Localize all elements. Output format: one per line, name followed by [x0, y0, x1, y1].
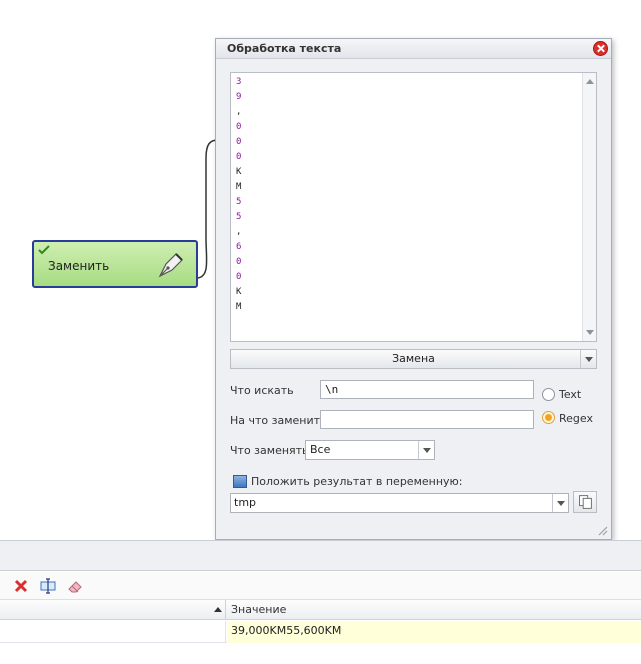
find-label: Что искать	[230, 384, 294, 397]
text-line: 3	[236, 77, 242, 87]
copy-icon	[579, 495, 592, 509]
replace-input[interactable]	[320, 410, 534, 429]
text-line: ,	[236, 227, 242, 237]
connector-line	[197, 139, 219, 279]
dialog-title: Обработка текста	[216, 39, 611, 59]
vertical-scrollbar[interactable]	[582, 73, 596, 341]
grid-header: Значение	[0, 600, 641, 620]
text-line: 0	[236, 257, 242, 267]
replace-label: На что заменить	[230, 414, 327, 427]
what-select-value: Все	[310, 443, 331, 456]
radio-text-label: Text	[559, 388, 582, 401]
variable-select-value: tmp	[234, 496, 257, 509]
chevron-down-icon[interactable]	[418, 441, 434, 459]
name-cell[interactable]	[0, 621, 226, 643]
mode-select-value: Замена	[392, 352, 435, 365]
text-line: M	[236, 302, 242, 312]
chevron-down-icon[interactable]	[580, 350, 596, 368]
bottom-panel-header	[0, 540, 641, 571]
text-line: K	[236, 287, 242, 297]
scroll-up-icon[interactable]	[586, 79, 594, 84]
text-line: 0	[236, 272, 242, 282]
text-line: M	[236, 182, 242, 192]
value-cell[interactable]: 39,000KM55,600KM	[227, 621, 641, 643]
node-label: Заменить	[48, 259, 110, 273]
text-line: K	[236, 167, 242, 177]
copy-button[interactable]	[573, 491, 597, 513]
save-result-label: Положить результат в переменную:	[251, 475, 463, 488]
sort-up-icon[interactable]	[214, 607, 222, 612]
what-label: Что заменять	[230, 444, 309, 457]
text-line: 0	[236, 152, 242, 162]
text-line: 0	[236, 137, 242, 147]
pen-icon	[158, 253, 183, 278]
value-column-header[interactable]: Значение	[231, 603, 287, 616]
mode-select[interactable]: Замена	[230, 349, 597, 369]
text-line: 0	[236, 122, 242, 132]
rename-icon[interactable]	[39, 577, 57, 595]
chevron-down-icon[interactable]	[552, 494, 568, 512]
text-line: 5	[236, 212, 242, 222]
eraser-icon[interactable]	[66, 577, 84, 595]
grid-toolbar	[0, 572, 641, 600]
variable-icon[interactable]	[233, 475, 247, 488]
variable-select[interactable]: tmp	[230, 493, 569, 513]
text-line: 5	[236, 197, 242, 207]
text-line: 6	[236, 242, 242, 252]
delete-icon[interactable]	[12, 577, 30, 595]
resize-grip-icon[interactable]	[596, 524, 608, 536]
scroll-down-icon[interactable]	[586, 330, 594, 335]
close-icon[interactable]	[593, 41, 608, 56]
table-row[interactable]: 39,000KM55,600KM	[0, 621, 641, 643]
radio-text[interactable]	[542, 388, 555, 401]
name-column-header[interactable]	[0, 600, 226, 620]
check-icon	[38, 245, 50, 255]
text-line: ,	[236, 107, 242, 117]
find-input[interactable]: \n	[320, 380, 534, 399]
replace-node[interactable]: Заменить	[32, 240, 198, 288]
what-select[interactable]: Все	[305, 440, 435, 460]
radio-regex-label: Regex	[559, 412, 593, 425]
radio-regex[interactable]	[542, 411, 555, 424]
text-line: 9	[236, 92, 242, 102]
